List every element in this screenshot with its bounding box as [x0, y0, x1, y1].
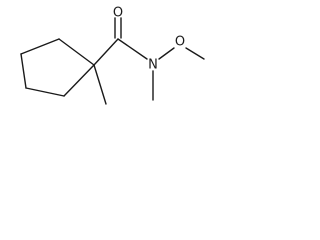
quaternary-methyl-bond — [93, 64, 107, 105]
ring-to-carbonyl-bond — [93, 38, 119, 66]
carbonyl-oxygen-label: O — [113, 6, 123, 21]
carbonyl-double-bond — [114, 17, 122, 39]
amide-nitrogen-label: N — [148, 58, 158, 73]
ring-bond-3 — [20, 53, 27, 89]
methoxy-methyl-bond — [185, 47, 205, 60]
ring-bond-2 — [20, 38, 60, 55]
nitrogen-to-oxygen-bond — [158, 47, 175, 60]
carbonyl-to-nitrogen-bond — [117, 38, 148, 60]
cyclopentane-ring — [20, 38, 95, 97]
chemical-structure-diagram: O N O — [20, 6, 205, 105]
ether-oxygen-label: O — [175, 35, 185, 50]
ring-bond-1 — [58, 38, 95, 66]
ring-bond-5 — [63, 64, 95, 97]
ring-bond-4 — [25, 87, 65, 97]
